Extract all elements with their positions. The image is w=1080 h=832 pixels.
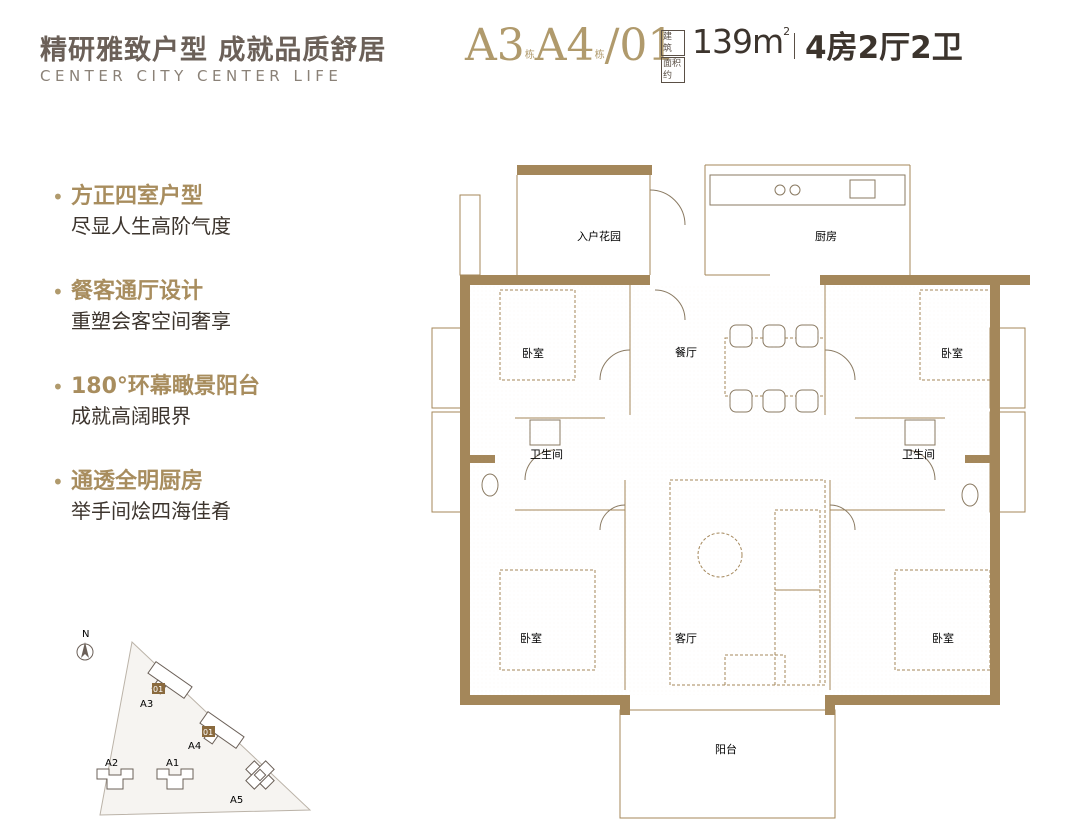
building-a2 — [96, 768, 134, 790]
unit-code: A3栋A4栋/01 — [465, 16, 675, 76]
feature-subtitle: 尽显人生高阶气度 — [71, 214, 231, 238]
bullet-icon: • — [52, 280, 64, 304]
unit-marker-a4 — [202, 726, 215, 737]
unit-code-a: A3 — [465, 20, 525, 71]
page-subtitle: CENTER CITY CENTER LIFE — [40, 67, 343, 85]
building-a1 — [156, 768, 194, 790]
building-mark-b: 栋 — [594, 50, 605, 61]
feature-item: • 餐客通厅设计 重塑会客空间奢享 — [52, 273, 412, 333]
feature-item: • 180°环幕瞰景阳台 成就高阔眼界 — [52, 368, 412, 428]
kitchen-counter — [709, 174, 906, 206]
area-unit-superscript: 2 — [783, 25, 791, 38]
bathroom-window-w — [431, 411, 463, 513]
room-layout: 4房2厅2卫 — [805, 30, 963, 66]
floor-texture — [470, 285, 990, 695]
feature-subtitle: 举手间烩四海佳肴 — [71, 499, 231, 523]
room-label-living: 客厅 — [675, 631, 697, 645]
feature-item: • 方正四室户型 尽显人生高阶气度 — [52, 178, 412, 238]
feature-subtitle: 成就高阔眼界 — [71, 404, 191, 428]
feature-title: 180°环幕瞰景阳台 — [71, 374, 260, 399]
area-label: 建 筑 面积约 — [661, 30, 685, 84]
building-label-a4: A4 — [188, 741, 201, 752]
room-label-bathroom-e: 卫生间 — [902, 447, 935, 461]
unit-marker-label-a4: 01 — [203, 728, 213, 737]
room-label-kitchen: 厨房 — [815, 230, 837, 243]
floor-plan: 入户花园 厨房 餐厅 卧室 卧室 卫生间 卫生间 卧室 卧室 客厅 阳台 — [431, 164, 1030, 819]
room-label-bathroom-w: 卫生间 — [530, 447, 563, 461]
balcony-outline — [619, 709, 836, 819]
building-mark-a: 栋 — [524, 50, 535, 61]
bullet-icon: • — [52, 185, 64, 209]
entry-garden-window — [459, 194, 481, 276]
building-label-a2: A2 — [105, 758, 118, 769]
feature-title: 餐客通厅设计 — [71, 279, 204, 304]
building-label-a5: A5 — [230, 795, 243, 806]
area-label-line2: 面积约 — [661, 57, 685, 83]
feature-title: 通透全明厨房 — [71, 469, 204, 494]
room-label-bedroom-nw: 卧室 — [522, 346, 544, 360]
building-label-a1: A1 — [166, 758, 179, 769]
unit-code-suffix: /01 — [604, 20, 676, 71]
area-label-line1: 建 筑 — [661, 30, 685, 56]
bedroom-bay-window-nw — [431, 327, 463, 409]
room-label-balcony: 阳台 — [715, 742, 737, 756]
bullet-icon: • — [52, 375, 64, 399]
site-plan: N 01 A3 01 A4 A2 A1 A5 — [76, 629, 312, 816]
page-title: 精研雅致户型 成就品质舒居 — [40, 35, 387, 66]
room-label-dining: 餐厅 — [675, 345, 697, 359]
area-number: 139m — [692, 22, 784, 61]
unit-marker-a3 — [152, 683, 165, 694]
north-arrow-needle — [81, 642, 89, 658]
room-label-entry-garden: 入户花园 — [577, 229, 621, 243]
room-label-bedroom-sw: 卧室 — [520, 631, 542, 645]
building-label-a3: A3 — [140, 699, 153, 710]
feature-subtitle: 重塑会客空间奢享 — [71, 309, 231, 333]
building-a5 — [245, 760, 275, 790]
room-label-bedroom-ne: 卧室 — [941, 346, 963, 360]
feature-item: • 通透全明厨房 举手间烩四海佳肴 — [52, 463, 412, 523]
feature-title: 方正四室户型 — [71, 184, 204, 209]
header-divider — [794, 33, 795, 59]
area-value: 139m2 — [692, 22, 790, 61]
bullet-icon: • — [52, 470, 64, 494]
unit-code-b: A4 — [534, 20, 595, 71]
north-label: N — [82, 629, 89, 640]
unit-marker-label-a3: 01 — [153, 685, 163, 694]
room-label-bedroom-se: 卧室 — [932, 631, 954, 645]
